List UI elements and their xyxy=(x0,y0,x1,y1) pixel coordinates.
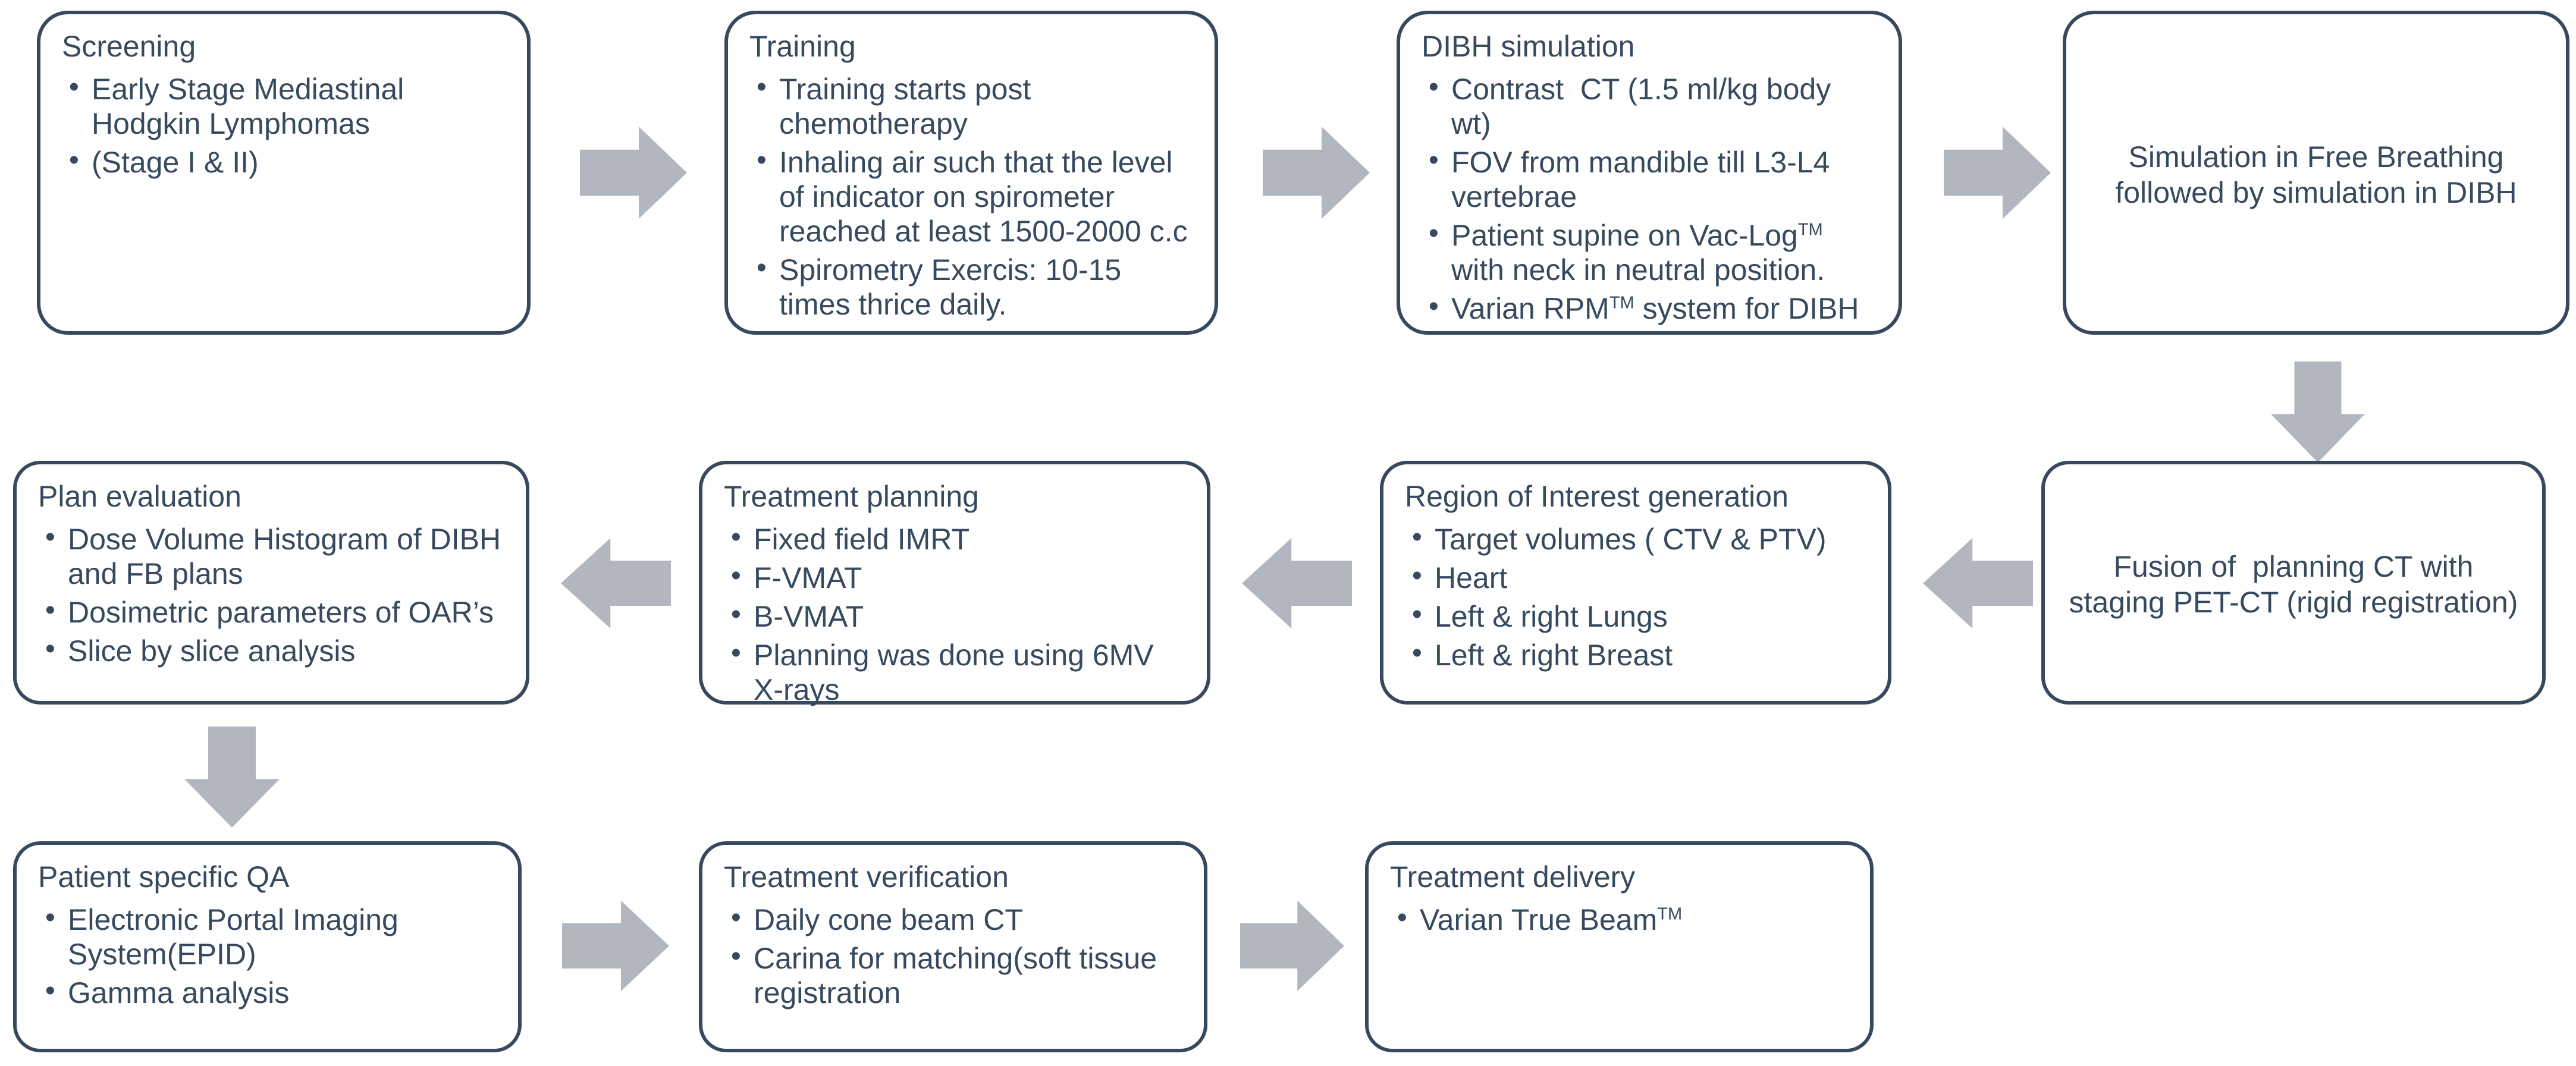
box-training-title: Training xyxy=(749,30,856,63)
box-treatment-planning-title: Treatment planning xyxy=(724,480,979,513)
list-item: Heart xyxy=(1404,559,1868,595)
list-item: Left & right Lungs xyxy=(1404,598,1868,634)
list-item: Planning was done using 6MV X-rays xyxy=(723,637,1187,707)
list-item: Left & right Breast xyxy=(1404,637,1868,672)
trademark-icon: TM xyxy=(1657,904,1683,924)
box-region-of-interest[interactable]: Region of Interest generation Target vol… xyxy=(1380,461,1891,705)
box-screening[interactable]: Screening Early Stage Mediastinal Hodgki… xyxy=(37,11,531,335)
list-item: Slice by slice analysis xyxy=(37,633,506,668)
box-region-of-interest-title: Region of Interest generation xyxy=(1405,480,1789,513)
list-item: Carina for matching(soft tissue registra… xyxy=(723,940,1184,1010)
box-plan-evaluation[interactable]: Plan evaluation Dose Volume Histogram of… xyxy=(13,461,529,705)
list-item: Early Stage Mediastinal Hodgkin Lymphoma… xyxy=(61,71,507,141)
list-item: FOV from mandible till L3-L4 vertebrae xyxy=(1420,144,1878,214)
box-region-of-interest-list: Target volumes ( CTV & PTV) Heart Left &… xyxy=(1404,521,1868,672)
list-item: Inhaling air such that the level of indi… xyxy=(748,144,1194,249)
box-treatment-planning-list: Fixed field IMRT F-VMAT B-VMAT Planning … xyxy=(723,521,1187,707)
patient-specific-qa-to-treatment-verification-arrow xyxy=(562,901,669,991)
list-item: Fixed field IMRT xyxy=(723,521,1187,556)
box-treatment-delivery-list: Varian True BeamTM xyxy=(1389,901,1850,937)
box-dibh-simulation[interactable]: DIBH simulation Contrast CT (1.5 ml/kg b… xyxy=(1397,11,1902,335)
list-item: Contrast CT (1.5 ml/kg body wt) xyxy=(1420,71,1878,141)
list-item: Gamma analysis xyxy=(37,974,498,1010)
box-patient-specific-qa-list: Electronic Portal Imaging System(EPID) G… xyxy=(37,901,498,1010)
box-dibh-simulation-list: Contrast CT (1.5 ml/kg body wt) FOV from… xyxy=(1420,71,1878,326)
trademark-icon: TM xyxy=(1609,293,1634,313)
screening-to-training-arrow xyxy=(580,127,687,219)
list-item: Spirometry Exercis: 10-15 times thrice d… xyxy=(748,251,1194,322)
box-treatment-delivery-title: Treatment delivery xyxy=(1390,860,1636,894)
list-item: Varian True BeamTM xyxy=(1389,901,1850,937)
box-treatment-delivery[interactable]: Treatment delivery Varian True BeamTM xyxy=(1365,841,1874,1052)
region-of-interest-to-treatment-planning-arrow xyxy=(1242,538,1352,628)
box-treatment-verification[interactable]: Treatment verification Daily cone beam C… xyxy=(699,841,1207,1052)
box-fusion-text: Fusion of planning CT with staging PET-C… xyxy=(2069,550,2518,619)
box-treatment-verification-list: Daily cone beam CT Carina for matching(s… xyxy=(723,901,1184,1010)
box-plan-evaluation-title: Plan evaluation xyxy=(38,480,241,513)
list-item: Patient supine on Vac-LogTM with neck in… xyxy=(1420,217,1878,287)
box-screening-list: Early Stage Mediastinal Hodgkin Lymphoma… xyxy=(61,71,507,180)
list-item: Varian RPMTM system for DIBH xyxy=(1420,290,1878,326)
dibh-simulation-to-free-breathing-arrow xyxy=(1944,127,2051,219)
box-training[interactable]: Training Training starts post chemothera… xyxy=(724,11,1218,335)
list-item: Dosimetric parameters of OAR’s xyxy=(37,594,506,630)
box-screening-title: Screening xyxy=(62,30,196,63)
box-patient-specific-qa[interactable]: Patient specific QA Electronic Portal Im… xyxy=(13,841,522,1052)
list-item: Electronic Portal Imaging System(EPID) xyxy=(37,901,498,971)
box-plan-evaluation-list: Dose Volume Histogram of DIBH and FB pla… xyxy=(37,521,506,668)
box-fusion[interactable]: Fusion of planning CT with staging PET-C… xyxy=(2041,461,2546,705)
box-simulation-free-breathing-text: Simulation in Free Breathing followed by… xyxy=(2115,140,2517,209)
free-breathing-to-fusion-arrow xyxy=(2271,361,2365,463)
treatment-verification-to-treatment-delivery-arrow xyxy=(1240,901,1344,991)
box-treatment-planning[interactable]: Treatment planning Fixed field IMRT F-VM… xyxy=(699,461,1210,707)
list-item: Daily cone beam CT xyxy=(723,901,1184,937)
plan-evaluation-to-patient-specific-qa-arrow xyxy=(184,727,280,828)
treatment-planning-to-plan-evaluation-arrow xyxy=(561,538,671,628)
box-treatment-verification-title: Treatment verification xyxy=(724,860,1009,894)
training-to-dibh-simulation-arrow xyxy=(1263,127,1370,219)
list-item: F-VMAT xyxy=(723,559,1187,595)
list-item: Training starts post chemotherapy xyxy=(748,71,1194,141)
list-item: Target volumes ( CTV & PTV) xyxy=(1404,521,1868,556)
box-patient-specific-qa-title: Patient specific QA xyxy=(38,860,290,894)
list-item: Dose Volume Histogram of DIBH and FB pla… xyxy=(37,521,506,591)
box-simulation-free-breathing[interactable]: Simulation in Free Breathing followed by… xyxy=(2063,11,2569,335)
fusion-to-region-of-interest-arrow xyxy=(1923,538,2033,628)
list-item: (Stage I & II) xyxy=(61,144,507,180)
box-dibh-simulation-title: DIBH simulation xyxy=(1422,30,1635,63)
trademark-icon: TM xyxy=(1797,220,1823,240)
box-training-list: Training starts post chemotherapy Inhali… xyxy=(748,71,1194,322)
list-item: B-VMAT xyxy=(723,598,1187,634)
